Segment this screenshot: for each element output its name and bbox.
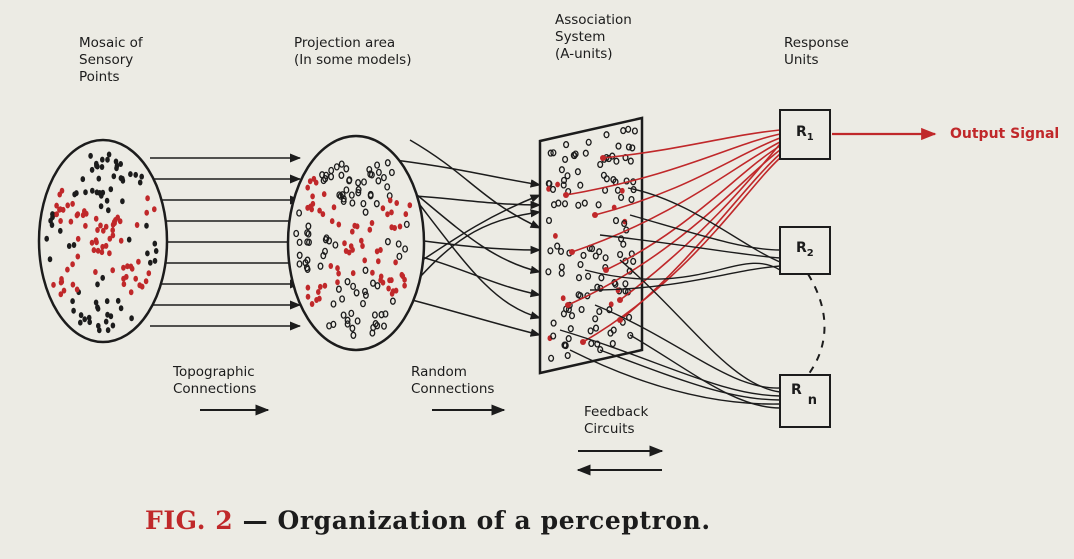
response-unit-r1-box — [779, 109, 831, 160]
topographic-label: Topographic Connections — [173, 364, 257, 397]
association-label: Association System (A-units) — [555, 12, 632, 62]
projection-label: Projection area (In some models) — [294, 35, 412, 68]
topographic-connection-lines — [150, 153, 302, 331]
response-unit-r2-box — [779, 226, 831, 275]
response-unit-rn-label: Rn — [791, 382, 818, 408]
figure-caption: FIG. 2 — Organization of a perceptron. — [145, 506, 711, 535]
projection-area — [286, 134, 426, 352]
figure-number: FIG. 2 — [145, 506, 234, 535]
feedback-label: Feedback Circuits — [584, 404, 649, 437]
a-unit-to-r2-rn-connections — [559, 187, 781, 409]
mosaic-label: Mosaic of Sensory Points — [79, 35, 143, 85]
response-label: Response Units — [784, 35, 849, 68]
sensory-mosaic — [37, 138, 169, 344]
response-unit-r2-label: R2 — [796, 240, 814, 259]
response-unit-r1-label: R1 — [796, 124, 814, 143]
random-label: Random Connections — [411, 364, 495, 397]
response-unit-rn-box — [779, 374, 831, 428]
output-signal-label: Output Signal — [950, 126, 1060, 142]
r2-rn-dashed-link — [807, 273, 826, 376]
caption-text: Organization of a perceptron. — [277, 506, 711, 535]
